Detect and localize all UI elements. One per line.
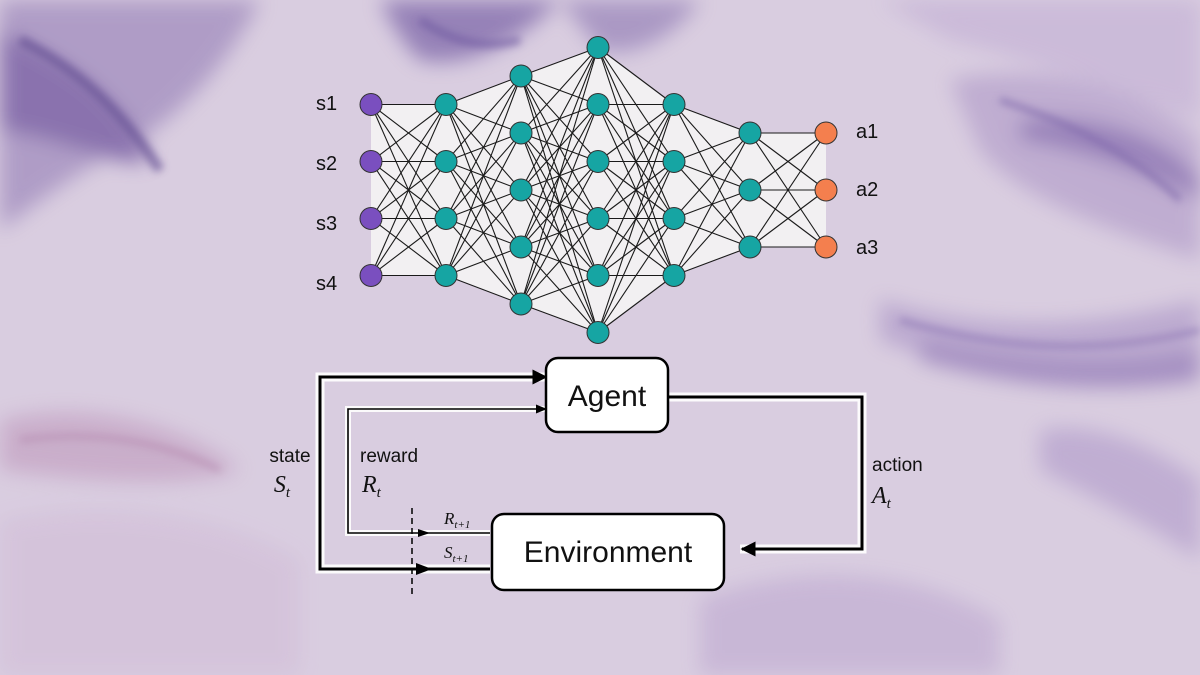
- network-edge: [445, 75, 522, 276]
- network-edge: [597, 47, 675, 105]
- input-label-s3: s3: [316, 213, 337, 235]
- network-edge: [445, 75, 522, 106]
- network-edge: [370, 161, 447, 276]
- network-edge: [445, 75, 522, 162]
- next-reward-symbol: Rt+1: [443, 509, 470, 531]
- network-edge: [749, 132, 827, 248]
- network-edge: [597, 104, 675, 333]
- network-edge: [673, 246, 751, 277]
- network-edge: [597, 104, 675, 219]
- state-word: state: [269, 446, 310, 467]
- hidden-node: [434, 264, 458, 287]
- network-edge: [520, 46, 599, 77]
- output-node: [814, 121, 838, 145]
- network-edge: [673, 132, 751, 163]
- hidden-node: [586, 321, 610, 344]
- network-edge: [520, 47, 599, 248]
- network-edge: [520, 47, 599, 191]
- network-edge: [673, 132, 751, 219]
- input-label-s4: s4: [316, 273, 337, 295]
- action-symbol: At: [870, 483, 892, 512]
- hidden-node: [434, 150, 458, 173]
- hidden-node: [738, 235, 762, 259]
- input-node: [359, 150, 383, 173]
- hidden-node: [662, 150, 686, 173]
- hidden-node: [662, 207, 686, 230]
- network-edge: [445, 274, 522, 305]
- input-node: [359, 93, 383, 116]
- hidden-node: [586, 150, 610, 173]
- hidden-node: [586, 36, 610, 59]
- input-label-s1: s1: [316, 93, 337, 115]
- hidden-node: [509, 292, 533, 316]
- next-state-symbol: St+1: [444, 543, 468, 565]
- network-edge: [520, 104, 599, 305]
- hidden-node: [434, 93, 458, 116]
- hidden-node: [586, 93, 610, 116]
- action-word: action: [872, 455, 923, 476]
- network-edge: [673, 189, 751, 276]
- network-edge: [445, 246, 522, 277]
- action-arrow: [668, 395, 864, 557]
- output-label-a2: a2: [856, 179, 878, 201]
- network-labels: s1 s2 s3 s4 a1 a2 a3: [316, 93, 878, 295]
- network-edge: [597, 275, 675, 333]
- hidden-node: [738, 178, 762, 202]
- network-edge: [370, 104, 447, 219]
- input-node: [359, 264, 383, 287]
- network-edge: [445, 75, 522, 219]
- network-edge: [520, 303, 599, 334]
- network-edge: [370, 104, 447, 276]
- next-reward-arrowhead: [418, 529, 430, 537]
- hidden-node: [662, 264, 686, 287]
- agent-box: Agent: [544, 356, 670, 434]
- reward-word: reward: [360, 446, 418, 467]
- environment-box: Environment: [490, 512, 726, 592]
- agent-label: Agent: [568, 380, 647, 413]
- network-edge: [597, 104, 675, 276]
- network-edge: [673, 132, 751, 276]
- output-node: [814, 235, 838, 259]
- network-edge: [520, 274, 599, 305]
- network-nodes: [359, 36, 838, 344]
- hidden-node: [509, 178, 533, 202]
- network-edge: [520, 161, 599, 305]
- network-edge: [673, 103, 751, 134]
- network-edge: [597, 104, 675, 162]
- hidden-node: [509, 121, 533, 145]
- network-edges: [370, 46, 827, 334]
- network-edge: [370, 104, 447, 162]
- hidden-node: [586, 264, 610, 287]
- input-label-s2: s2: [316, 153, 337, 175]
- network-edge: [445, 189, 522, 276]
- network-edge: [520, 218, 599, 305]
- input-node: [359, 207, 383, 230]
- hidden-node: [434, 207, 458, 230]
- network-edge: [445, 132, 522, 276]
- reward-symbol: Rt: [361, 472, 382, 501]
- state-arrow: [318, 369, 548, 571]
- network-edge: [749, 189, 827, 248]
- hidden-node: [738, 121, 762, 145]
- network-edge: [520, 47, 599, 305]
- hidden-node: [509, 235, 533, 259]
- output-label-a3: a3: [856, 237, 878, 259]
- output-node: [814, 178, 838, 202]
- network-edge: [370, 218, 447, 276]
- network-edge: [749, 132, 827, 191]
- network-edge: [597, 161, 675, 333]
- network-edge: [520, 47, 599, 134]
- hidden-node: [662, 93, 686, 116]
- output-label-a1: a1: [856, 121, 878, 143]
- network-edge: [597, 218, 675, 333]
- environment-label: Environment: [524, 536, 693, 569]
- neural-network-diagram: s1 s2 s3 s4 a1 a2 a3: [316, 36, 878, 344]
- hidden-node: [586, 207, 610, 230]
- hidden-node: [509, 64, 533, 88]
- next-state-arrowhead: [416, 563, 432, 575]
- state-symbol: St: [274, 472, 291, 501]
